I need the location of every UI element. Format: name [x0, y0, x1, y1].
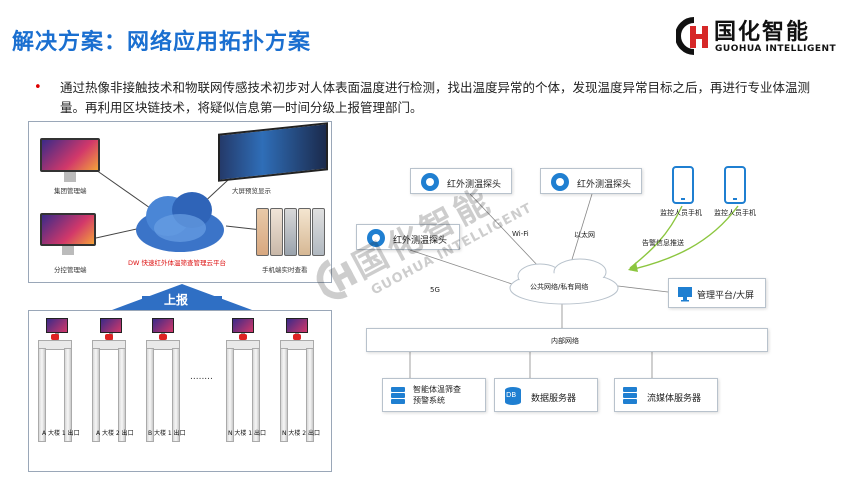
group-terminal-label: 集团管理端 — [54, 187, 87, 195]
camera-label: 红外测温探头 — [447, 180, 502, 190]
brand-logo: 国化智能 GUOHUA INTELLIGENT — [676, 12, 846, 64]
report-up-arrow-icon — [112, 284, 252, 310]
temperature-gate — [146, 334, 180, 442]
screening-system-label: 智能体温筛查 预警系统 — [413, 385, 461, 405]
gate-label: N 大楼 2 出口 — [282, 430, 321, 437]
description-text: 通过热像非接触技术和物联网传感技术初步对人体表面温度进行检测，找出温度异常的个体… — [60, 80, 811, 115]
screening-system-server: 智能体温筛查 预警系统 — [382, 378, 486, 412]
internal-network-bar: 内部网络 — [366, 328, 768, 352]
management-platform-label: 管理平台/大屏 — [697, 291, 755, 301]
infrared-camera-node: 红外测温探头 — [410, 168, 512, 194]
gate-label: A 大楼 2 出口 — [96, 430, 134, 437]
phone-icon — [724, 166, 746, 204]
bigscreen-label: 大屏预览显示 — [232, 187, 271, 195]
logo-text-en: GUOHUA INTELLIGENT — [715, 44, 837, 54]
monitor-icon — [678, 287, 692, 302]
streaming-server: 流媒体服务器 — [614, 378, 718, 412]
camera-label: 红外测温探头 — [393, 236, 448, 246]
page-title: 解决方案：网络应用拓扑方案 — [12, 30, 312, 55]
camera-icon — [367, 229, 385, 247]
camera-icon — [421, 173, 439, 191]
db-text: DB — [506, 391, 517, 399]
phone-label: 监控人员手机 — [714, 209, 756, 217]
gates-ellipsis: ........ — [190, 372, 213, 382]
cloud-icon — [136, 192, 224, 252]
mobile-label: 手机端实时查看 — [262, 266, 308, 274]
temperature-gate — [92, 334, 126, 442]
phone-icon — [672, 166, 694, 204]
internal-network-label: 内部网络 — [551, 337, 579, 345]
bullet-icon: • — [34, 80, 42, 95]
guohua-logo-icon — [676, 17, 708, 55]
camera-label: 红外测温探头 — [577, 180, 632, 190]
temperature-gate — [226, 334, 260, 442]
mobile-devices — [256, 208, 326, 260]
phone-label: 监控人员手机 — [660, 209, 702, 217]
streaming-server-label: 流媒体服务器 — [647, 394, 702, 404]
gate-label: N 大楼 1 出口 — [228, 430, 267, 437]
data-server: DB 数据服务器 — [494, 378, 598, 412]
data-server-label: 数据服务器 — [531, 394, 577, 404]
gate-label: A 大楼 1 出口 — [42, 430, 80, 437]
server-icon — [623, 387, 637, 405]
wifi-label: Wi-Fi — [512, 230, 529, 238]
temperature-gate — [38, 334, 72, 442]
infrared-camera-node: 红外测温探头 — [540, 168, 642, 194]
cloud-platform-label: DW 快速红外体温筛查管理云平台 — [128, 259, 226, 267]
branch-terminal-label: 分控管理端 — [54, 266, 87, 274]
branch-terminal-monitor — [40, 213, 96, 255]
database-icon — [505, 387, 521, 405]
report-label: 上报 — [164, 293, 189, 307]
alarm-push-label: 告警信息推送 — [642, 239, 684, 247]
gate-label: B 大楼 1 出口 — [148, 430, 186, 437]
public-network-label: 公共网络/私有网络 — [530, 283, 589, 291]
5g-label: 5G — [430, 286, 440, 294]
infrared-camera-node: 红外测温探头 — [356, 224, 460, 250]
camera-icon — [551, 173, 569, 191]
server-icon — [391, 387, 405, 405]
ethernet-label: 以太网 — [574, 231, 595, 239]
group-terminal-monitor — [40, 138, 100, 182]
management-platform-node: 管理平台/大屏 — [668, 278, 766, 308]
logo-text-cn: 国化智能 — [714, 20, 811, 45]
temperature-gate — [280, 334, 314, 442]
